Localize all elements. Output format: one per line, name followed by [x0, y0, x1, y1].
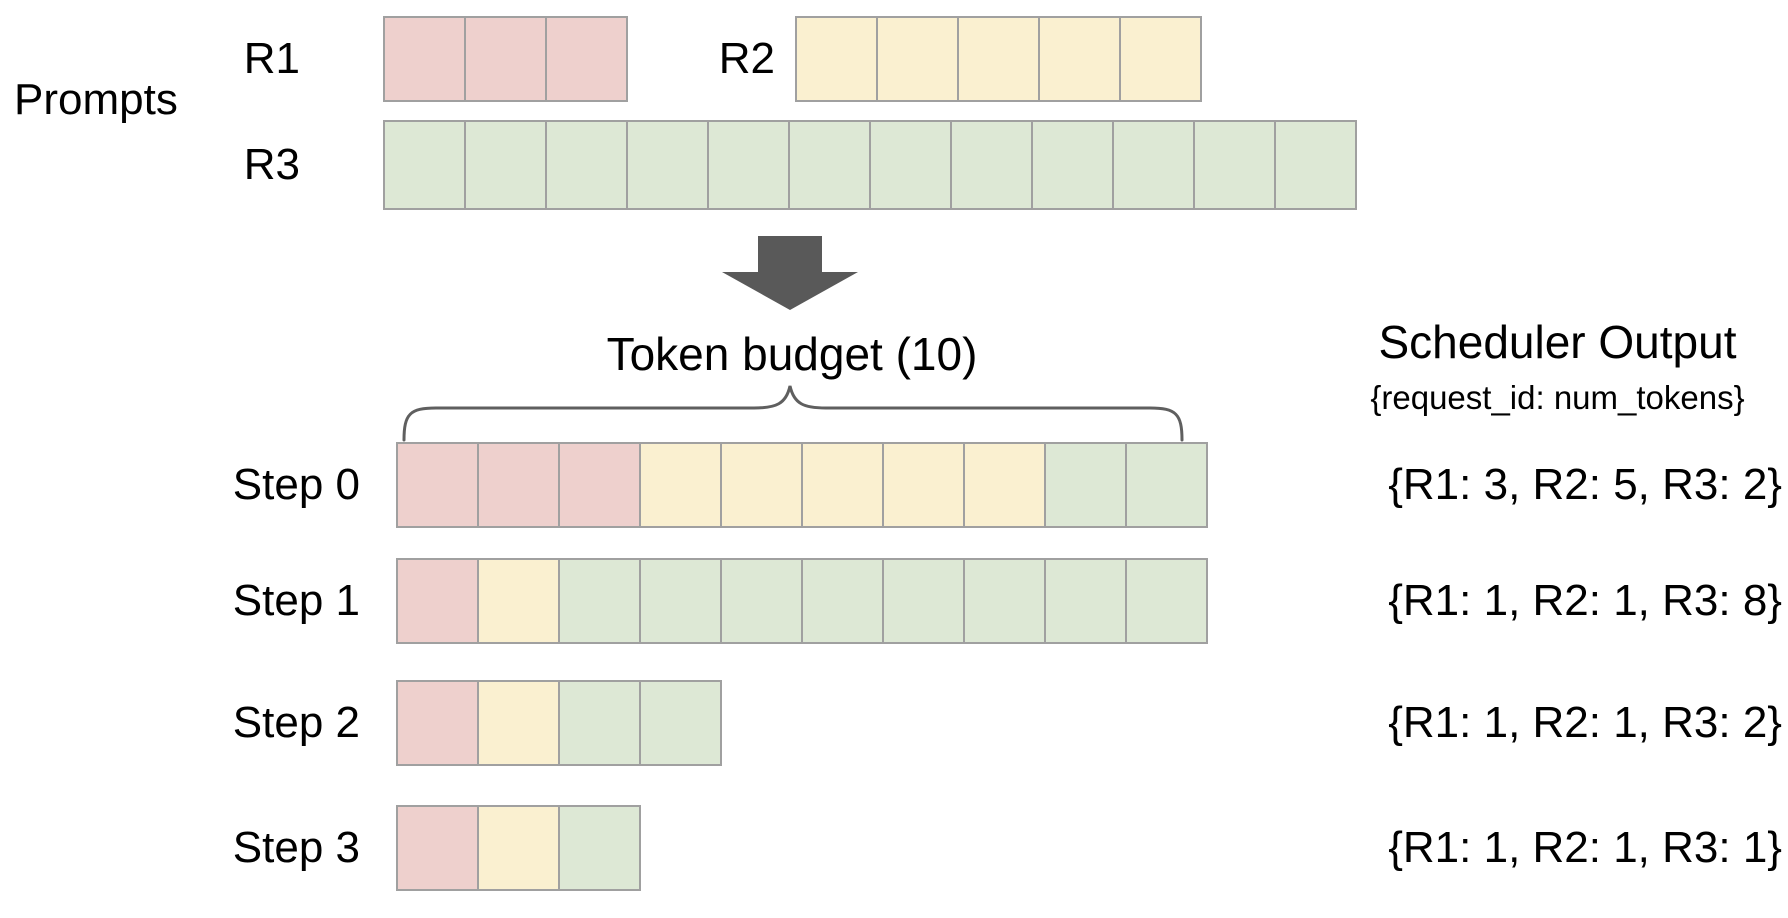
token-cell-r3: [1112, 120, 1195, 210]
token-cell-r3: [1044, 558, 1127, 644]
step-label-3: Step 3: [232, 822, 360, 872]
token-cell-r3: [1031, 120, 1114, 210]
token-cell-r2: [882, 442, 965, 528]
token-cell-r3: [788, 120, 871, 210]
prompt-token-row-r2: [795, 16, 1202, 102]
step-token-row-1: [396, 558, 1208, 644]
token-cell-r3: [464, 120, 547, 210]
step-token-row-0: [396, 442, 1208, 528]
scheduler-output-title: Scheduler Output: [1378, 315, 1737, 368]
scheduler-output-subtitle: {request_id: num_tokens}: [1370, 378, 1745, 416]
token-cell-r2: [1038, 16, 1121, 102]
token-cell-r3: [869, 120, 952, 210]
request-label-r2: R2: [718, 33, 775, 83]
token-cell-r2: [795, 16, 878, 102]
token-cell-r2: [720, 442, 803, 528]
token-cell-r2: [801, 442, 884, 528]
step-output-0: {R1: 3, R2: 5, R3: 2}: [1388, 459, 1782, 509]
token-cell-r2: [957, 16, 1040, 102]
step-label-1: Step 1: [232, 575, 360, 625]
step-label-0: Step 0: [232, 459, 360, 509]
token-cell-r3: [720, 558, 803, 644]
token-cell-r3: [882, 558, 965, 644]
step-token-row-2: [396, 680, 722, 766]
token-cell-r1: [464, 16, 547, 102]
token-budget-label: Token budget (10): [606, 327, 978, 380]
token-cell-r3: [639, 680, 722, 766]
step-output-2: {R1: 1, R2: 1, R3: 2}: [1388, 697, 1782, 747]
token-cell-r3: [1193, 120, 1276, 210]
request-label-r3: R3: [243, 139, 300, 189]
token-cell-r3: [639, 558, 722, 644]
down-arrow-icon: [722, 236, 858, 310]
step-label-2: Step 2: [232, 697, 360, 747]
token-cell-r3: [558, 558, 641, 644]
request-label-r1: R1: [243, 33, 300, 83]
token-cell-r1: [477, 442, 560, 528]
token-cell-r3: [1044, 442, 1127, 528]
token-cell-r1: [558, 442, 641, 528]
token-cell-r2: [477, 805, 560, 891]
token-cell-r3: [626, 120, 709, 210]
token-cell-r3: [1125, 558, 1208, 644]
token-cell-r2: [477, 680, 560, 766]
brace-path: [402, 385, 1184, 442]
step-token-row-3: [396, 805, 641, 891]
token-cell-r2: [1119, 16, 1202, 102]
prompts-section-label: Prompts: [14, 74, 178, 124]
token-cell-r1: [396, 805, 479, 891]
token-cell-r3: [545, 120, 628, 210]
token-cell-r1: [545, 16, 628, 102]
token-cell-r3: [707, 120, 790, 210]
prompt-token-row-r3: [383, 120, 1357, 210]
token-budget-brace: [402, 385, 1184, 442]
token-cell-r2: [639, 442, 722, 528]
step-output-3: {R1: 1, R2: 1, R3: 1}: [1388, 822, 1782, 872]
token-cell-r3: [950, 120, 1033, 210]
token-cell-r1: [396, 442, 479, 528]
token-cell-r3: [1274, 120, 1357, 210]
token-cell-r3: [801, 558, 884, 644]
token-cell-r3: [383, 120, 466, 210]
token-cell-r1: [396, 680, 479, 766]
prompt-token-row-r1: [383, 16, 628, 102]
token-cell-r3: [558, 680, 641, 766]
token-cell-r2: [876, 16, 959, 102]
token-cell-r2: [963, 442, 1046, 528]
token-cell-r3: [963, 558, 1046, 644]
token-cell-r3: [1125, 442, 1208, 528]
token-cell-r3: [558, 805, 641, 891]
token-cell-r2: [477, 558, 560, 644]
step-output-1: {R1: 1, R2: 1, R3: 8}: [1388, 575, 1782, 625]
down-arrow-shape: [722, 236, 858, 310]
token-cell-r1: [383, 16, 466, 102]
token-cell-r1: [396, 558, 479, 644]
